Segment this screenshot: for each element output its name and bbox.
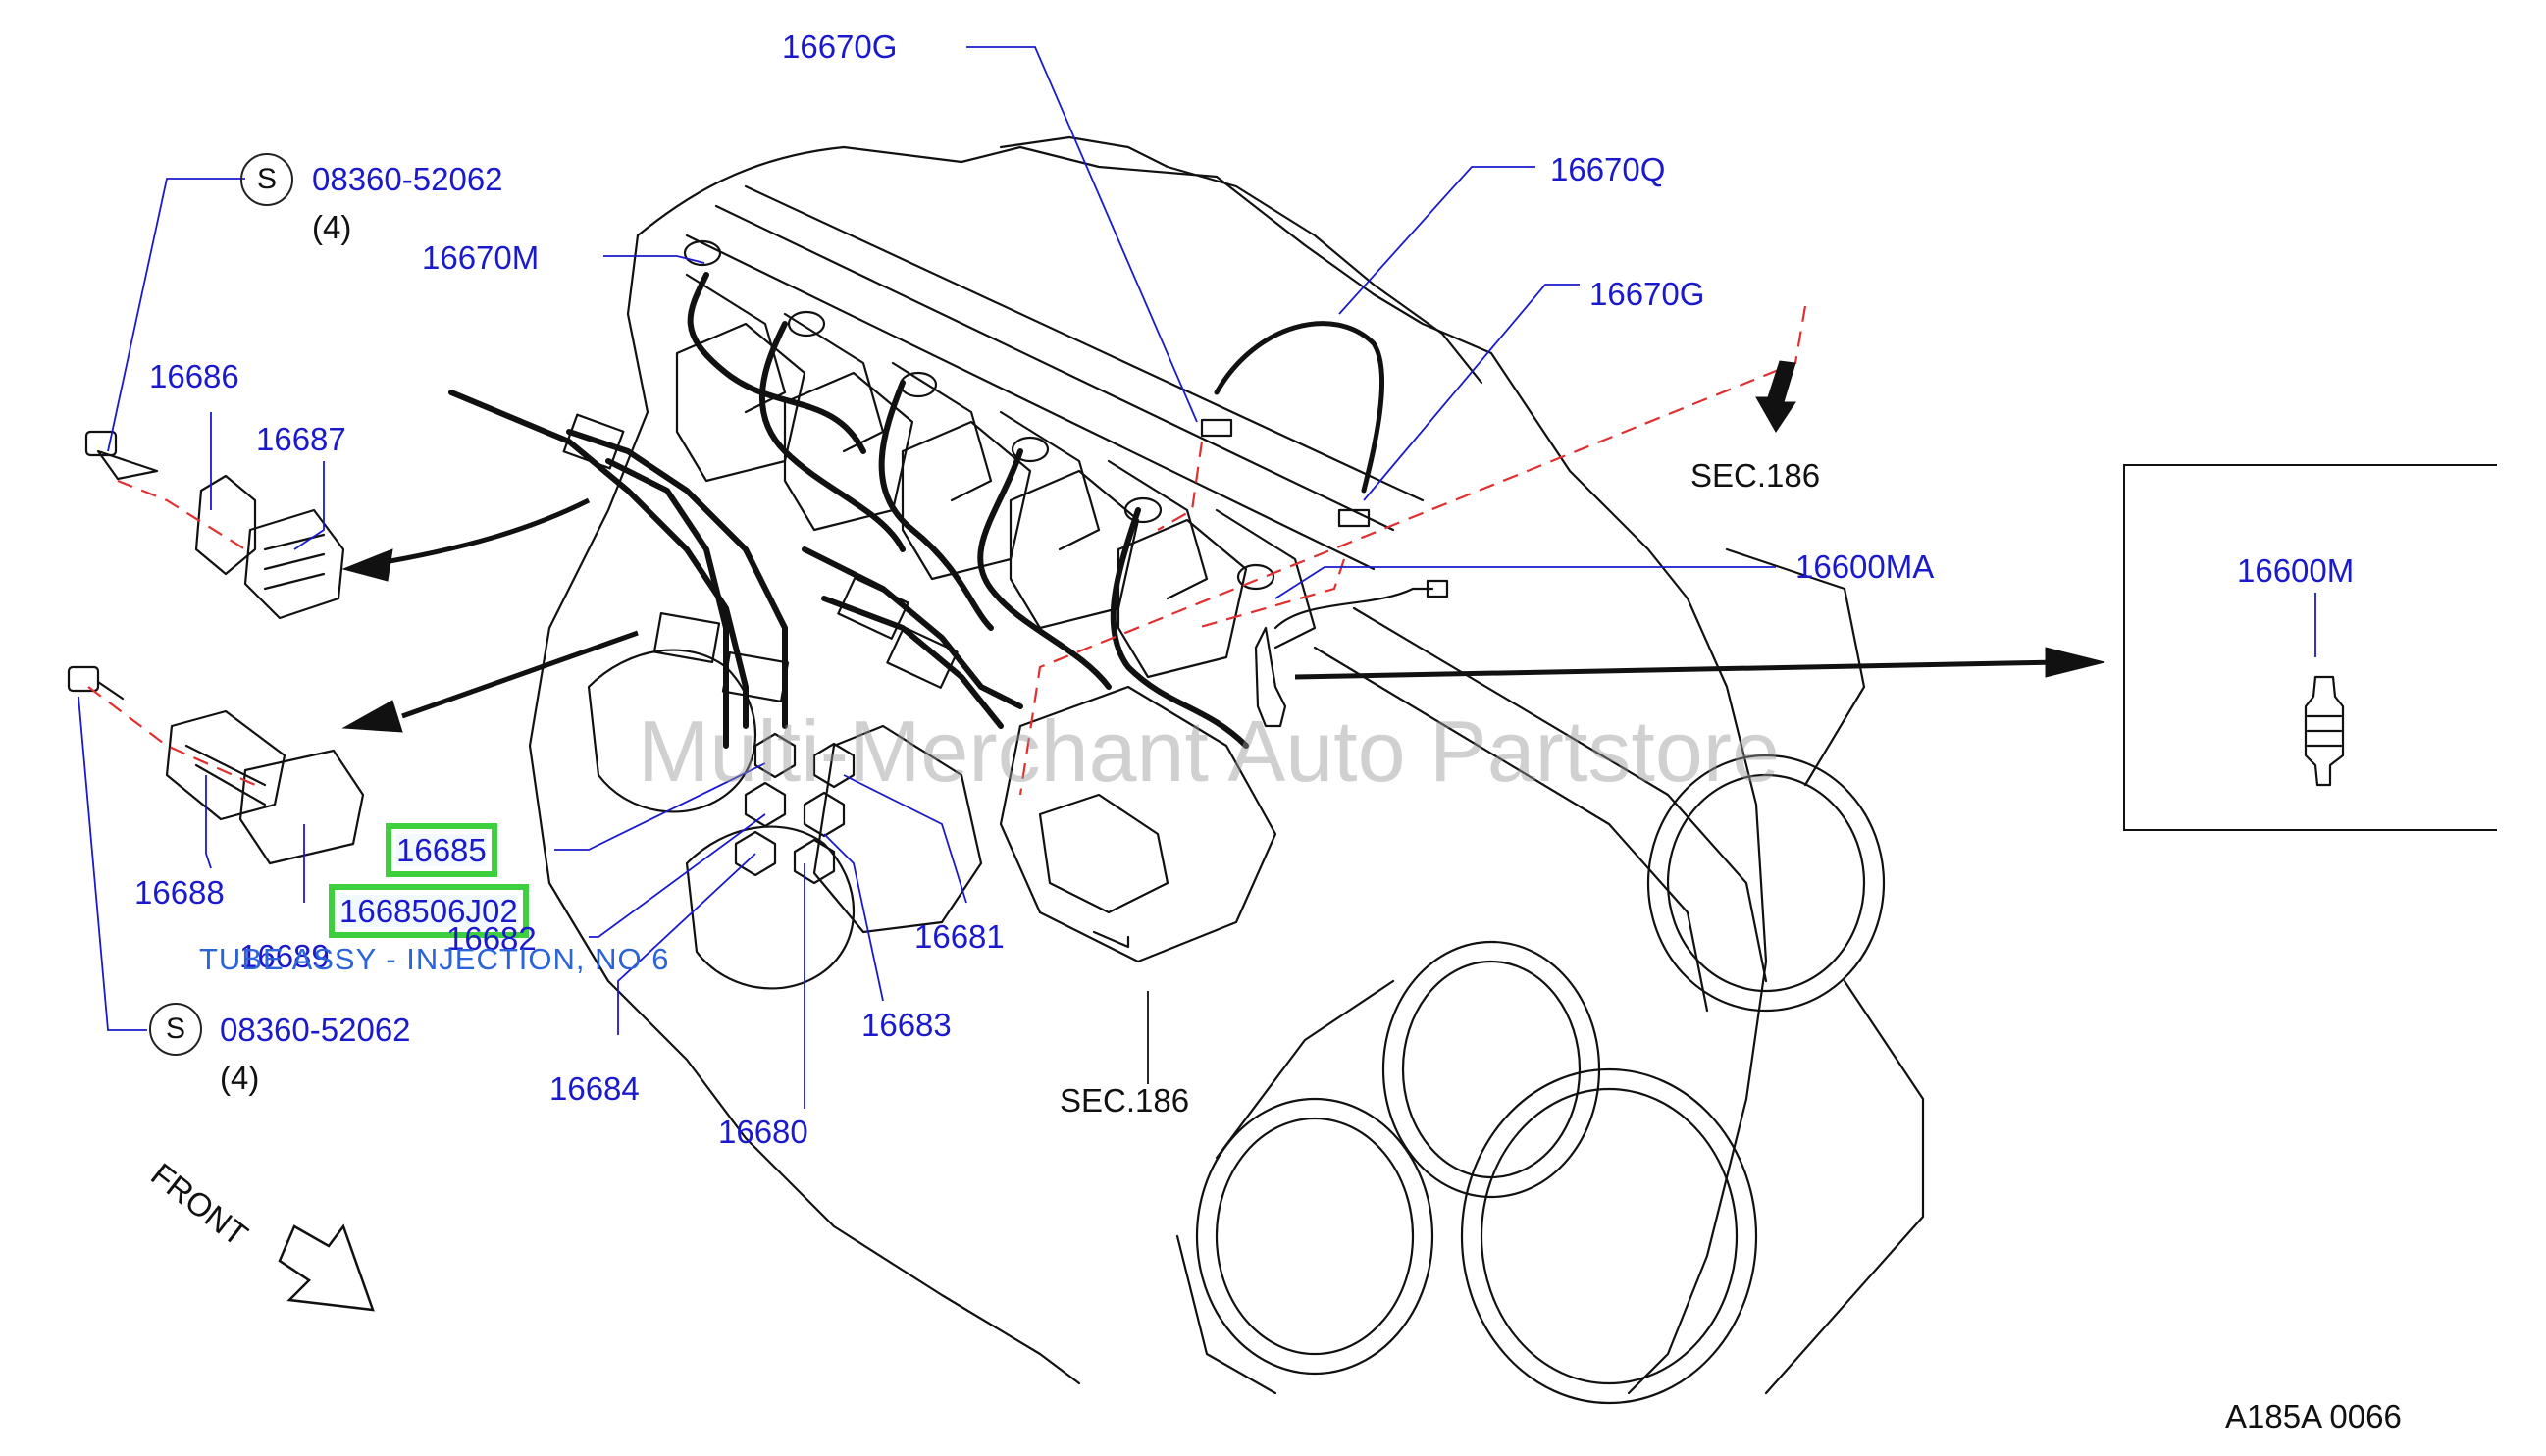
callout-16670G-top[interactable]: 16670G [782,28,898,65]
callout-16600MA[interactable]: 16600MA [1795,548,1935,585]
quantity-top: (4) [312,209,352,245]
return-hose [1214,321,1385,494]
callout-16682[interactable]: 16682 [446,920,537,957]
arrow-to-detail-box [1294,659,2061,680]
bracket-lower [67,665,365,865]
quantity-bottom: (4) [220,1060,260,1096]
callout-16670M[interactable]: 16670M [422,239,540,276]
pulley-1 [1381,940,1601,1199]
callout-16685-highlighted[interactable]: 16685 [386,823,497,877]
callout-16689[interactable]: 16689 [239,938,330,974]
callout-16687[interactable]: 16687 [256,421,346,457]
callout-08360-52062-bottom[interactable]: 08360-52062 [220,1012,411,1048]
callout-08360-52062-top[interactable]: 08360-52062 [312,161,503,197]
callout-16683[interactable]: 16683 [861,1007,952,1043]
injector-detail [2304,675,2345,787]
callout-1668506J02-highlighted[interactable]: 1668506J02 [329,884,529,938]
detail-box [2123,464,2497,831]
callout-16681[interactable]: 16681 [914,918,1005,955]
callout-16684[interactable]: 16684 [549,1070,640,1107]
callout-16686[interactable]: 16686 [149,358,239,394]
watermark: Multi-Merchant Auto Partstore [638,702,1781,800]
standard-part-s-icon: S [240,153,293,206]
pulley-3 [1460,1067,1758,1405]
dashed-outline [1018,305,1807,796]
callout-16670Q[interactable]: 16670Q [1550,151,1666,187]
standard-part-s-icon: S [149,1003,202,1056]
front-arrow [278,1223,375,1312]
injection-pipes [687,272,866,454]
callout-16680[interactable]: 16680 [718,1114,808,1150]
callout-16600M[interactable]: 16600M [2237,552,2355,589]
bracket-upper [84,430,345,620]
sec186-top-label[interactable]: SEC.186 [1690,457,1821,494]
arrow-to-bracket-upper [372,497,591,567]
part-tooltip: TUBE ASSY - INJECTION, NO 6 [199,942,670,976]
nut-fittings [734,732,856,885]
callout-16670G-right[interactable]: 16670G [1589,276,1705,312]
pulley-2 [1195,1097,1434,1376]
sec186-bottom-label[interactable]: SEC.186 [1060,1082,1190,1118]
callout-16688[interactable]: 16688 [134,874,225,910]
engine-outline [636,145,1768,1395]
diagram-code: A185A 0066 [2225,1398,2402,1434]
sec186-arrow [1755,360,1796,433]
arrow-to-bracket-lower [401,630,639,719]
